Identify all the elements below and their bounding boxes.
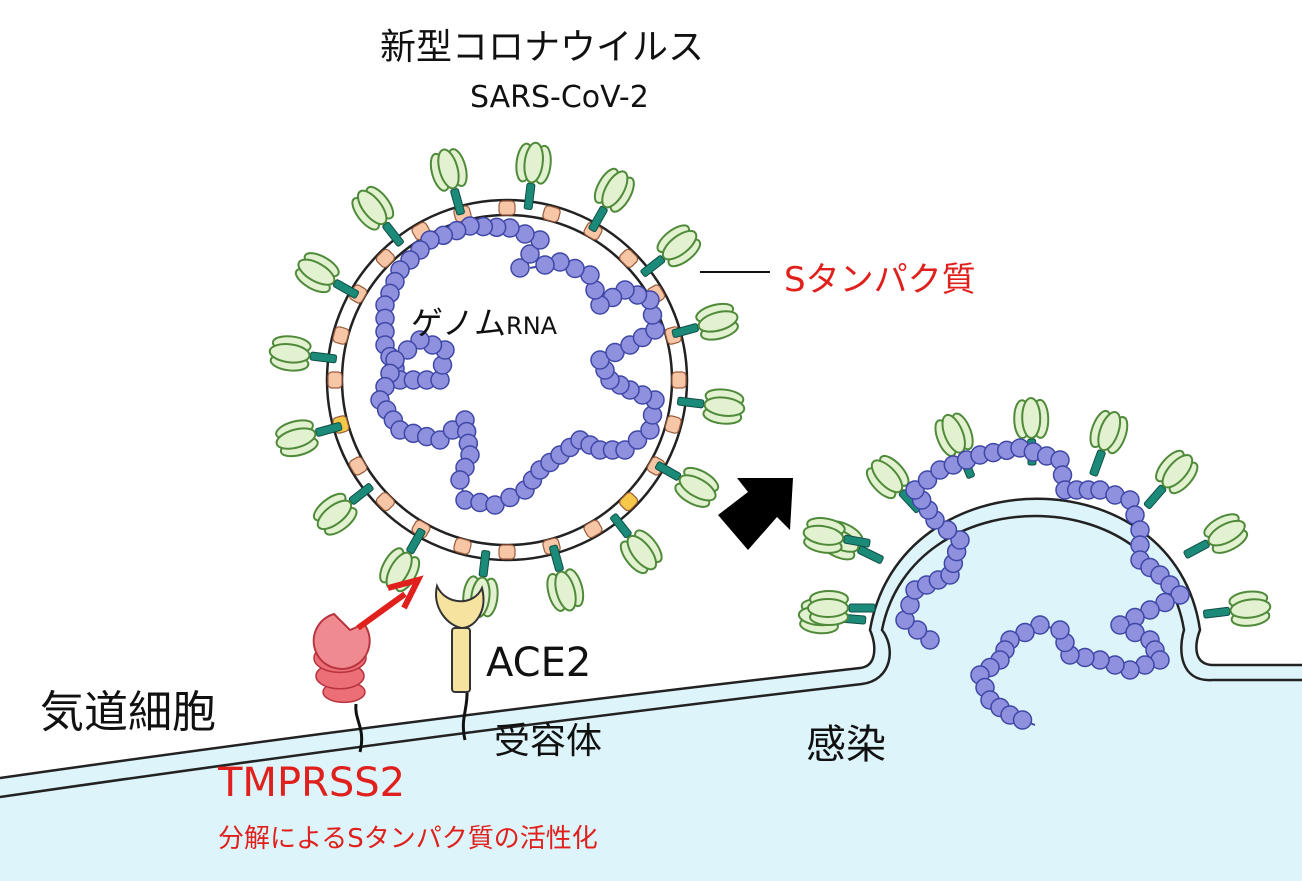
ace2-label: ACE2 xyxy=(486,640,592,686)
envelope-protein xyxy=(375,492,395,512)
genome-label-rna: RNA xyxy=(506,312,558,340)
tmprss2-protease xyxy=(312,612,371,753)
budding-virus xyxy=(797,397,1272,730)
envelope-protein xyxy=(498,200,516,216)
rna-bead xyxy=(450,470,470,490)
spike-protein xyxy=(379,527,426,593)
spike-protein xyxy=(312,483,374,536)
rna-bead xyxy=(535,255,555,275)
envelope-protein xyxy=(498,544,516,560)
title: 新型コロナウイルス xyxy=(380,27,705,68)
spike-protein xyxy=(294,252,360,299)
rna-bead xyxy=(1050,620,1070,640)
envelope-protein xyxy=(664,415,682,434)
rna-bead xyxy=(1012,710,1033,730)
rna-bead xyxy=(510,258,530,278)
activation-arrow xyxy=(356,575,424,631)
spike-protein xyxy=(588,167,635,233)
spike-protein-label: Sタンパク質 xyxy=(784,260,976,300)
spike-protein xyxy=(515,141,552,211)
genome-rna-strand xyxy=(370,216,665,515)
spike-protein xyxy=(640,224,702,277)
spike-protein xyxy=(1202,590,1272,627)
spike-protein xyxy=(546,544,585,612)
airway-cell-label: 気道細胞 xyxy=(40,687,216,738)
spike-protein xyxy=(654,461,720,508)
envelope-protein xyxy=(375,248,395,268)
envelope-protein xyxy=(332,326,350,345)
infection-label: 感染 xyxy=(806,722,886,768)
envelope-protein xyxy=(583,519,603,539)
ace2-receptor xyxy=(435,582,485,741)
genome-label: ゲノムRNA xyxy=(411,298,557,344)
genome-rna-strand xyxy=(895,438,1190,730)
spike-protein xyxy=(610,513,663,575)
envelope-protein xyxy=(327,371,343,389)
rna-bead xyxy=(520,244,540,264)
infection-arrow xyxy=(718,478,793,550)
spike-protein xyxy=(351,185,404,247)
airway-cell-membrane xyxy=(0,497,1302,881)
subtitle: SARS-CoV-2 xyxy=(470,80,649,115)
genome-label-kana: ゲノム xyxy=(411,304,507,342)
virus-particle xyxy=(268,141,746,619)
spike-protein xyxy=(275,419,343,458)
tmprss2-head xyxy=(312,612,371,670)
envelope-protein xyxy=(619,248,639,268)
spike-protein xyxy=(676,388,746,425)
spike-protein xyxy=(802,517,871,554)
spike-protein xyxy=(807,590,876,626)
tmprss2-note: 分解によるSタンパク質の活性化 xyxy=(218,824,598,854)
envelope-protein xyxy=(671,371,687,389)
spike-protein xyxy=(1143,449,1199,510)
receptor-label: 受容体 xyxy=(494,721,603,762)
envelope-protein xyxy=(619,492,639,512)
spike-protein xyxy=(671,302,739,341)
tmprss2-label: TMPRSS2 xyxy=(218,760,406,806)
spike-protein xyxy=(429,148,468,216)
spike-protein xyxy=(268,335,338,372)
envelope-protein xyxy=(453,537,472,555)
envelope-protein xyxy=(348,456,368,476)
spike-protein xyxy=(1089,409,1129,477)
spike-protein xyxy=(1183,513,1249,559)
envelope-protein xyxy=(542,205,561,223)
